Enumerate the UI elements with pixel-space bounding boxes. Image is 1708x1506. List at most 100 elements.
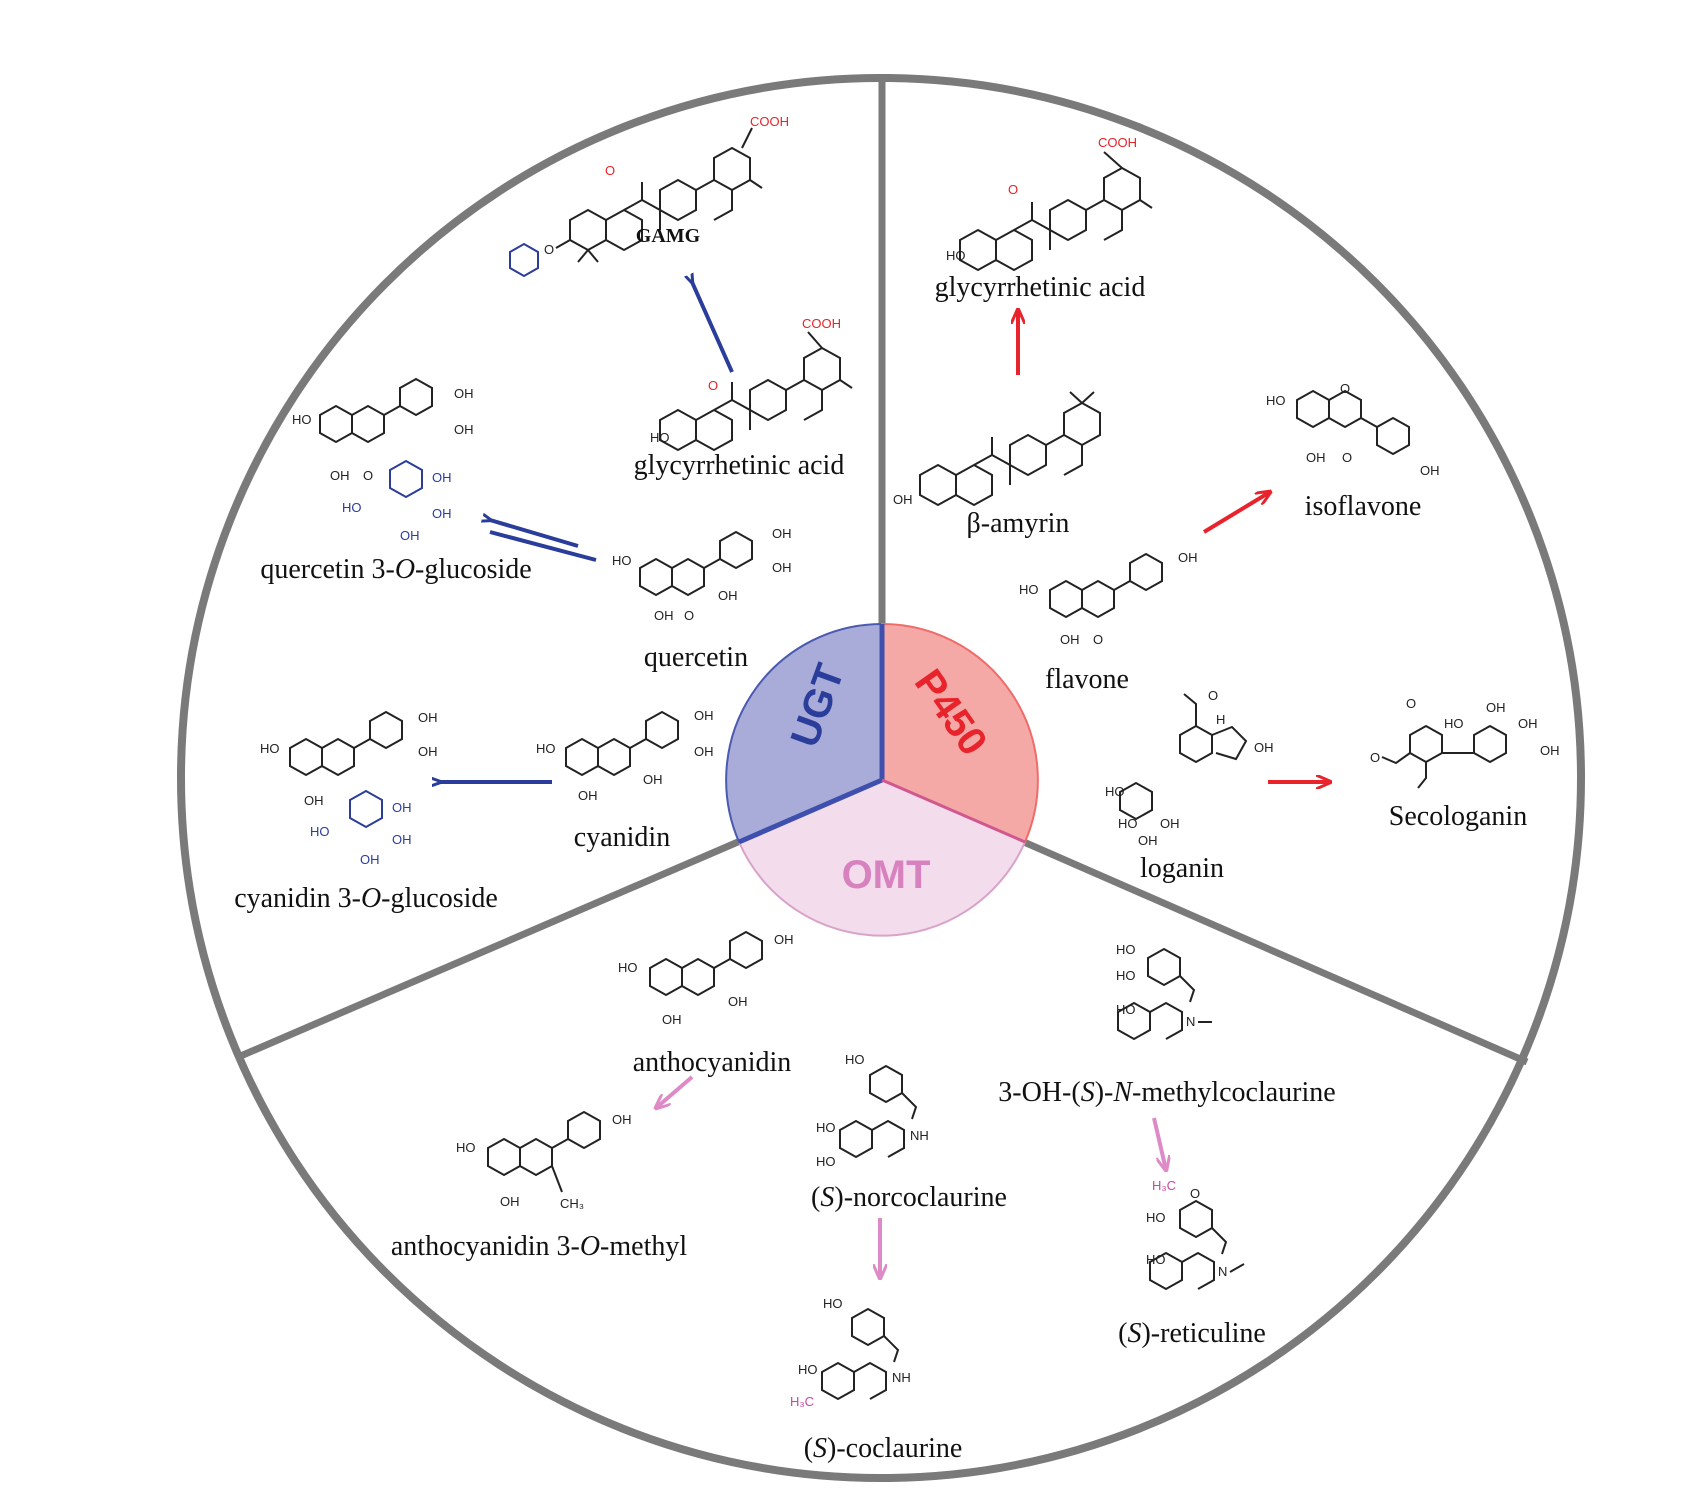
reticuline-structure: H₃C O HO HO N bbox=[1146, 1178, 1245, 1291]
atom-n: N bbox=[1186, 1014, 1195, 1029]
label-anthocyanidin-methyl: anthocyanidin 3-O-methyl bbox=[391, 1231, 687, 1262]
quercetin-structure: HO OH OH OH OH O bbox=[612, 526, 792, 623]
atom-o: O bbox=[684, 608, 694, 623]
atom-oh: OH bbox=[1060, 632, 1080, 647]
atom-ho: HO bbox=[260, 741, 280, 756]
atom-oh: OH bbox=[1420, 463, 1440, 478]
atom-oh: OH bbox=[454, 386, 474, 401]
atom-oh: OH bbox=[1138, 833, 1158, 848]
atom-oh: OH bbox=[1518, 716, 1538, 731]
atom-ho: HO bbox=[1444, 716, 1464, 731]
beta-amyrin-structure: OH bbox=[893, 391, 1101, 507]
arrow-glucoside-to-quercetin bbox=[489, 530, 597, 562]
gamg-cooh: COOH bbox=[750, 114, 789, 129]
methylcoclaurine-structure: HO HO HO N bbox=[1116, 942, 1212, 1041]
gamg-structure: COOH O O bbox=[509, 114, 789, 278]
atom-oh: OH bbox=[643, 772, 663, 787]
atom-oh: OH bbox=[330, 468, 350, 483]
atom-cooh: COOH bbox=[802, 316, 841, 331]
atom-oh: OH bbox=[728, 994, 748, 1009]
ugt-edge bbox=[738, 777, 883, 845]
atom-oh: OH bbox=[360, 852, 380, 867]
glycyrrhetinic-acid-structure-ugt: COOH O HO bbox=[650, 316, 853, 452]
atom-ho: HO bbox=[1116, 1002, 1136, 1017]
atom-ho: HO bbox=[798, 1362, 818, 1377]
atom-ho: HO bbox=[845, 1052, 865, 1067]
atom-oh: OH bbox=[654, 608, 674, 623]
label-norcoclaurine: (S)-norcoclaurine bbox=[811, 1182, 1007, 1213]
atom-nh: NH bbox=[892, 1370, 911, 1385]
atom-ho: HO bbox=[292, 412, 312, 427]
atom-oh: OH bbox=[578, 788, 598, 803]
label-anthocyanidin: anthocyanidin bbox=[633, 1047, 792, 1078]
atom-oh: OH bbox=[1160, 816, 1180, 831]
atom-h3c: H₃C bbox=[790, 1394, 814, 1409]
label-loganin: loganin bbox=[1140, 853, 1224, 884]
atom-h: H bbox=[1216, 712, 1225, 727]
arrow-methylcoclaurine-to-reticuline bbox=[1152, 1117, 1166, 1170]
label-cyanidin-glucoside: cyanidin 3-O-glucoside bbox=[234, 883, 498, 914]
atom-ho: HO bbox=[1116, 942, 1136, 957]
atom-o: O bbox=[1190, 1186, 1200, 1201]
atom-nh: NH bbox=[910, 1128, 929, 1143]
atom-n: N bbox=[1218, 1264, 1227, 1279]
cyanidin-glucoside-structure: HO OH OH OH OH OH OH HO bbox=[260, 710, 438, 867]
label-quercetin: quercetin bbox=[644, 642, 748, 673]
arrow-anthocyanidin-to-methyl bbox=[656, 1075, 694, 1108]
ugt-sector: COOH O O GAMG COOH O HO glycyrrhetinic a… bbox=[234, 114, 853, 914]
atom-ho: HO bbox=[650, 430, 670, 445]
label-cyanidin: cyanidin bbox=[574, 822, 670, 853]
cyanidin-structure: HO OH OH OH OH bbox=[536, 708, 714, 803]
atom-ho: HO bbox=[1266, 393, 1286, 408]
norcoclaurine-structure: HO HO HO NH bbox=[816, 1052, 929, 1169]
label-gamg: GAMG bbox=[636, 225, 701, 247]
p450-wedge bbox=[881, 622, 1039, 844]
arrow-glycyrrhetinic-to-gamg bbox=[692, 282, 734, 373]
atom-ho: HO bbox=[342, 500, 362, 515]
atom-oh: OH bbox=[418, 710, 438, 725]
gamg-ether-o: O bbox=[544, 242, 554, 257]
atom-o: O bbox=[1406, 696, 1416, 711]
atom-ho: HO bbox=[612, 553, 632, 568]
label-glycyrrhetinic-acid-ugt: glycyrrhetinic acid bbox=[634, 450, 845, 481]
anthocyanidin-structure: HO OH OH OH bbox=[618, 930, 794, 1027]
label-reticuline: (S)-reticuline bbox=[1118, 1318, 1266, 1349]
atom-oh: OH bbox=[1540, 743, 1560, 758]
label-secologanin: Secologanin bbox=[1389, 801, 1527, 832]
atom-oh: OH bbox=[400, 528, 420, 543]
atom-oh: OH bbox=[392, 832, 412, 847]
atom-oh: OH bbox=[772, 526, 792, 541]
glycyrrhetinic-acid-structure-p450: COOH O HO bbox=[946, 135, 1153, 272]
atom-oh: OH bbox=[432, 506, 452, 521]
label-glycyrrhetinic-acid-p450: glycyrrhetinic acid bbox=[935, 272, 1146, 303]
atom-oh: OH bbox=[418, 744, 438, 759]
label-quercetin-glucoside: quercetin 3-O-glucoside bbox=[260, 554, 531, 585]
atom-oh: OH bbox=[718, 588, 738, 603]
atom-ho: HO bbox=[1146, 1252, 1166, 1267]
label-coclaurine: (S)-coclaurine bbox=[804, 1433, 963, 1464]
atom-oh: OH bbox=[432, 470, 452, 485]
label-isoflavone: isoflavone bbox=[1305, 491, 1422, 522]
loganin-structure: O OH H HO HO OH OH bbox=[1105, 688, 1274, 848]
enzyme-hub: UGT P450 OMT bbox=[725, 622, 1039, 937]
atom-o: O bbox=[1008, 182, 1018, 197]
atom-ho: HO bbox=[456, 1140, 476, 1155]
atom-ho: HO bbox=[1116, 968, 1136, 983]
atom-ho: HO bbox=[536, 741, 556, 756]
atom-ho: HO bbox=[946, 248, 966, 263]
atom-o: O bbox=[363, 468, 373, 483]
atom-ch3: CH₃ bbox=[560, 1196, 584, 1211]
atom-oh: OH bbox=[893, 492, 913, 507]
atom-o: O bbox=[1370, 750, 1380, 765]
atom-ho: HO bbox=[816, 1154, 836, 1169]
atom-oh: OH bbox=[392, 800, 412, 815]
gamg-ketone-o: O bbox=[605, 163, 615, 178]
atom-ho: HO bbox=[823, 1296, 843, 1311]
ugt-wedge bbox=[725, 622, 883, 844]
atom-o: O bbox=[1340, 381, 1350, 396]
atom-h3c: H₃C bbox=[1152, 1178, 1176, 1193]
atom-oh: OH bbox=[694, 744, 714, 759]
atom-ho: HO bbox=[1118, 816, 1138, 831]
atom-ho: HO bbox=[1019, 582, 1039, 597]
